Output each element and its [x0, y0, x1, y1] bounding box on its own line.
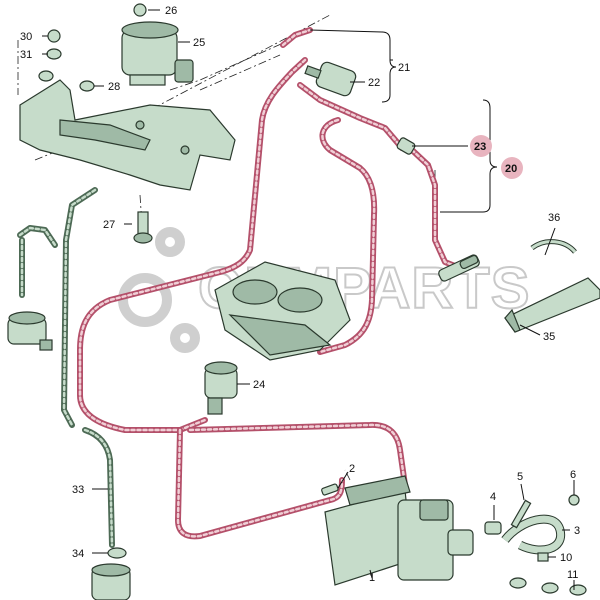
vacuum-hoses — [77, 27, 463, 540]
callout-34[interactable]: 34 — [72, 548, 84, 560]
cap — [47, 29, 61, 43]
t-piece — [438, 254, 480, 282]
callout-21[interactable]: 21 — [398, 62, 410, 74]
callout-35[interactable]: 35 — [543, 331, 555, 343]
engine-block — [214, 261, 351, 361]
cap — [133, 3, 147, 17]
callout-11[interactable]: 11 — [567, 569, 578, 581]
callout-2[interactable]: 2 — [349, 463, 355, 475]
brace-21 — [381, 31, 397, 103]
callout-33[interactable]: 33 — [72, 484, 84, 496]
highlight-20 — [501, 157, 523, 179]
callout-5[interactable]: 5 — [517, 471, 523, 483]
filter — [304, 61, 357, 97]
highlight-23 — [470, 135, 492, 157]
hose-clamp — [107, 547, 127, 559]
brace-20 — [482, 99, 498, 213]
callout-31[interactable]: 31 — [20, 49, 32, 61]
left-hoses — [17, 187, 115, 548]
callout-1[interactable]: 1 — [369, 572, 375, 584]
washer — [46, 48, 62, 60]
callout-22[interactable]: 22 — [368, 77, 380, 89]
callout-4[interactable]: 4 — [490, 491, 496, 503]
callout-36[interactable]: 36 — [548, 212, 560, 224]
callout-26[interactable]: 26 — [165, 5, 177, 17]
callout-labels: 26 30 31 28 25 21 22 23 20 27 36 24 35 3… — [20, 5, 580, 584]
callout-25[interactable]: 25 — [193, 37, 205, 49]
nut — [38, 70, 54, 82]
egr-cooler — [324, 475, 474, 586]
callout-23[interactable]: 23 — [474, 141, 486, 153]
pump-module — [504, 277, 600, 333]
callout-27[interactable]: 27 — [103, 219, 115, 231]
nut — [79, 80, 95, 92]
callout-24[interactable]: 24 — [253, 379, 265, 391]
solenoid-valve — [121, 21, 194, 86]
bolt-small — [321, 483, 339, 496]
callout-30[interactable]: 30 — [20, 31, 32, 43]
pipe-assembly — [484, 494, 587, 596]
gear-icon — [118, 227, 200, 353]
callout-28[interactable]: 28 — [108, 81, 120, 93]
left-valve — [7, 311, 53, 351]
callout-3[interactable]: 3 — [574, 525, 580, 537]
clip — [530, 239, 577, 254]
leader-lines — [42, 9, 575, 590]
callout-6[interactable]: 6 — [570, 469, 576, 481]
callout-20[interactable]: 20 — [505, 163, 517, 175]
callout-10[interactable]: 10 — [560, 552, 572, 564]
bolt — [133, 211, 153, 244]
pressure-converter — [204, 361, 238, 415]
connector — [396, 137, 416, 155]
mounting-bracket — [19, 79, 236, 191]
reservoir — [91, 563, 131, 600]
